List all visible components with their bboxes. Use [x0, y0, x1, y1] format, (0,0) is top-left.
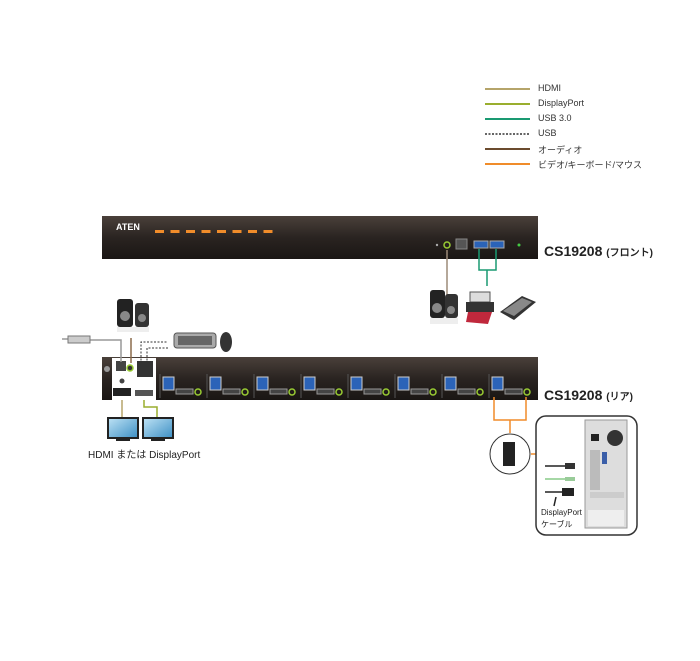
usb3-port	[209, 376, 222, 391]
displayport-port	[504, 388, 523, 395]
audio-jack	[288, 388, 296, 396]
displayport-cable	[143, 400, 158, 418]
keyboard-icon	[173, 332, 217, 349]
audio-port	[116, 361, 126, 371]
usb3-port	[473, 240, 489, 249]
port-led	[170, 230, 180, 233]
usb3-port	[350, 376, 363, 391]
computer-tower-icon	[584, 419, 628, 529]
legend-label: USB	[538, 128, 557, 138]
scanner-icon	[500, 296, 536, 320]
port-led	[232, 230, 242, 233]
port-led	[155, 230, 164, 233]
displayport-port	[363, 388, 382, 395]
audio-jack	[194, 388, 202, 396]
displayport-port	[135, 390, 153, 396]
usb3-port	[397, 376, 410, 391]
aten-logo: ATEN	[116, 222, 140, 232]
audio-jack	[429, 388, 437, 396]
port-led	[186, 230, 195, 233]
audio-jack	[476, 388, 484, 396]
displayport-port	[222, 388, 241, 395]
side-label: (フロント)	[606, 248, 653, 259]
led	[435, 243, 439, 247]
displayport-port	[316, 388, 335, 395]
kvm-cable	[493, 397, 527, 433]
monitor-icon	[142, 417, 174, 441]
monitors-caption: HDMI または DisplayPort	[88, 450, 201, 461]
usb3-port	[303, 376, 316, 391]
usb-ports	[137, 361, 153, 377]
audio-jack	[335, 388, 343, 396]
power-led	[517, 243, 521, 247]
speakers-front	[430, 290, 458, 324]
port-led	[201, 230, 211, 233]
hdmi-port	[113, 388, 131, 396]
pc-caption-1: DisplayPort	[541, 508, 582, 517]
displayport-port	[269, 388, 288, 395]
pc-caption-2: ケーブル	[541, 520, 573, 529]
model-name: CS19208	[544, 387, 603, 403]
usb3-port	[491, 376, 504, 391]
power-adapter-plug	[67, 335, 91, 344]
ground-screw	[104, 366, 110, 372]
legend-label: HDMI	[538, 83, 561, 93]
usb3-port	[444, 376, 457, 391]
displayport-port	[457, 388, 476, 395]
legend-label: DisplayPort	[538, 98, 585, 108]
legend-lines	[485, 88, 530, 165]
legend-label: USB 3.0	[538, 113, 572, 123]
audio-jack	[523, 388, 531, 396]
rear-unit-label: CS19208 (リア)	[544, 387, 633, 403]
legend-label: オーディオ	[538, 145, 583, 155]
displayport-port	[410, 388, 429, 395]
rj45-port	[455, 238, 468, 250]
usb3-port	[256, 376, 269, 391]
rear-unit	[102, 357, 538, 400]
legend-label: ビデオ/キーボード/マウス	[538, 160, 643, 170]
mouse-icon	[220, 332, 232, 352]
front-unit-label: CS19208 (フロント)	[544, 243, 653, 259]
printer-icon	[466, 291, 494, 324]
usb-cable	[140, 341, 168, 364]
speakers-console	[117, 299, 149, 332]
displayport-port	[175, 388, 194, 395]
audio-jack	[443, 241, 451, 249]
monitor-icon	[107, 417, 139, 441]
usb3-port	[489, 240, 505, 249]
usb3-cable	[478, 249, 497, 286]
usb3-port	[162, 376, 175, 391]
port-led	[248, 230, 257, 233]
audio-jack	[241, 388, 249, 396]
mic-jack	[126, 364, 134, 372]
model-name: CS19208	[544, 243, 603, 259]
port-led	[263, 230, 273, 233]
side-label: (リア)	[606, 392, 633, 403]
port-led	[217, 230, 226, 233]
audio-jack	[382, 388, 390, 396]
front-unit: ATEN	[102, 216, 538, 259]
